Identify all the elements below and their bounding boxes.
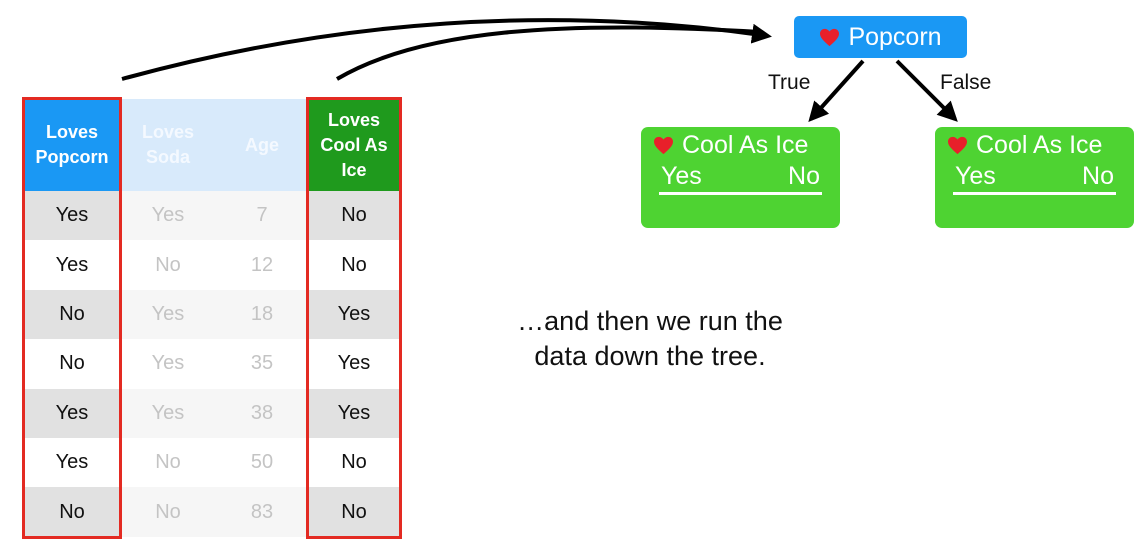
true-branch-arrow xyxy=(808,59,865,122)
leaf-divider xyxy=(659,192,822,195)
table-cell: 35 xyxy=(216,339,308,389)
table-cell: Yes xyxy=(24,388,120,438)
table-cell: 38 xyxy=(216,388,308,438)
table-cell: No xyxy=(308,487,400,537)
table-cell: Yes xyxy=(120,339,216,389)
table-cell: 7 xyxy=(216,191,308,241)
leaf-node-false: Cool As Ice Yes No xyxy=(935,127,1134,228)
caption-text: …and then we run the data down the tree. xyxy=(517,306,783,371)
branch-label-true: True xyxy=(768,71,811,94)
table-cell: 12 xyxy=(216,240,308,290)
table-cell: No xyxy=(24,339,120,389)
table-cell: Yes xyxy=(308,339,400,389)
leaf-yes-label: Yes xyxy=(661,162,702,190)
table-header-cell: Loves Cool As Ice xyxy=(308,99,400,191)
table-cell: No xyxy=(24,487,120,537)
root-node-label: Popcorn xyxy=(848,22,942,51)
table-cell: Yes xyxy=(24,438,120,488)
heart-icon xyxy=(948,136,967,155)
table-cell: 50 xyxy=(216,438,308,488)
table-cell: Yes xyxy=(24,191,120,241)
branch-label-false: False xyxy=(940,71,992,94)
leaf-node-true: Cool As Ice Yes No xyxy=(641,127,840,228)
table-cell: Yes xyxy=(120,191,216,241)
table-cell: No xyxy=(308,438,400,488)
table-cell: No xyxy=(120,240,216,290)
table-cell: Yes xyxy=(120,388,216,438)
cool-as-ice-column-arrow xyxy=(335,25,761,81)
popcorn-column-arrow xyxy=(121,18,772,81)
leaf-title-text: Cool As Ice xyxy=(976,131,1103,159)
table-cell: Yes xyxy=(24,240,120,290)
table-cell: No xyxy=(120,487,216,537)
leaf-title: Cool As Ice xyxy=(947,131,1102,160)
table-cell: Yes xyxy=(308,289,400,340)
table-cell: No xyxy=(120,438,216,488)
false-branch-arrow xyxy=(895,59,958,122)
table-cell: No xyxy=(24,289,120,340)
table-header-cell: Age xyxy=(216,99,308,191)
table-cell: 18 xyxy=(216,289,308,340)
table-cell: No xyxy=(308,191,400,241)
leaf-no-label: No xyxy=(1082,162,1114,190)
table-header-cell: Loves Soda xyxy=(120,99,216,191)
leaf-title: Cool As Ice xyxy=(653,131,808,160)
leaf-title-text: Cool As Ice xyxy=(682,131,809,159)
root-node-popcorn: Popcorn xyxy=(794,16,967,58)
heart-icon xyxy=(820,28,840,46)
leaf-yes-label: Yes xyxy=(955,162,996,190)
table-cell: Yes xyxy=(308,388,400,438)
table-cell: 83 xyxy=(216,487,308,537)
table-cell: No xyxy=(308,240,400,290)
heart-icon xyxy=(654,136,673,155)
leaf-divider xyxy=(953,192,1116,195)
table-header-cell: Loves Popcorn xyxy=(24,99,120,191)
table-cell: Yes xyxy=(120,289,216,340)
leaf-no-label: No xyxy=(788,162,820,190)
